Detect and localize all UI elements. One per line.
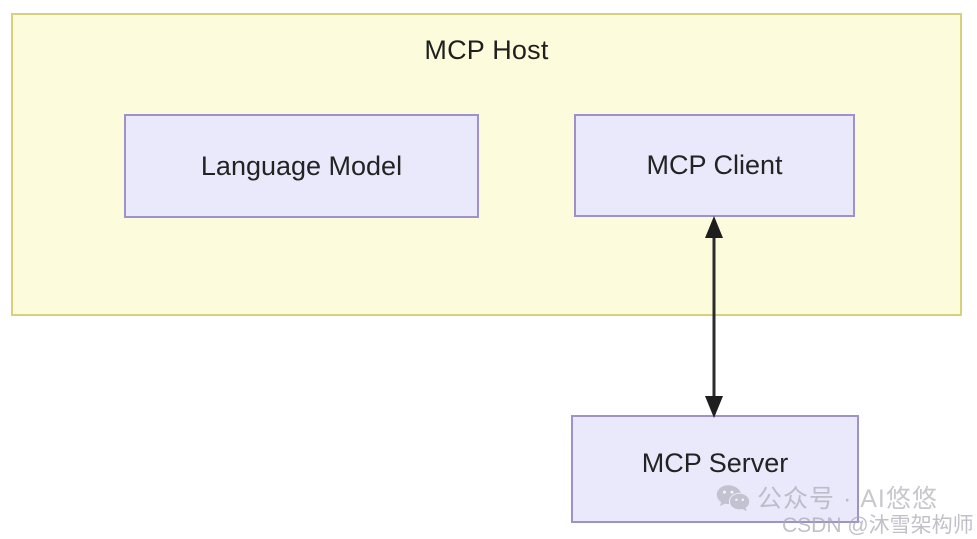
node-language-model-label: Language Model [200, 150, 403, 181]
node-mcp-client: MCP Client [574, 114, 855, 217]
node-mcp-client-label: MCP Client [646, 150, 783, 180]
mcp-host-title: MCP Host [424, 35, 549, 65]
node-language-model: Language Model [124, 114, 479, 218]
node-mcp-server-label: MCP Server [641, 447, 789, 478]
node-mcp-server: MCP Server [571, 415, 859, 523]
